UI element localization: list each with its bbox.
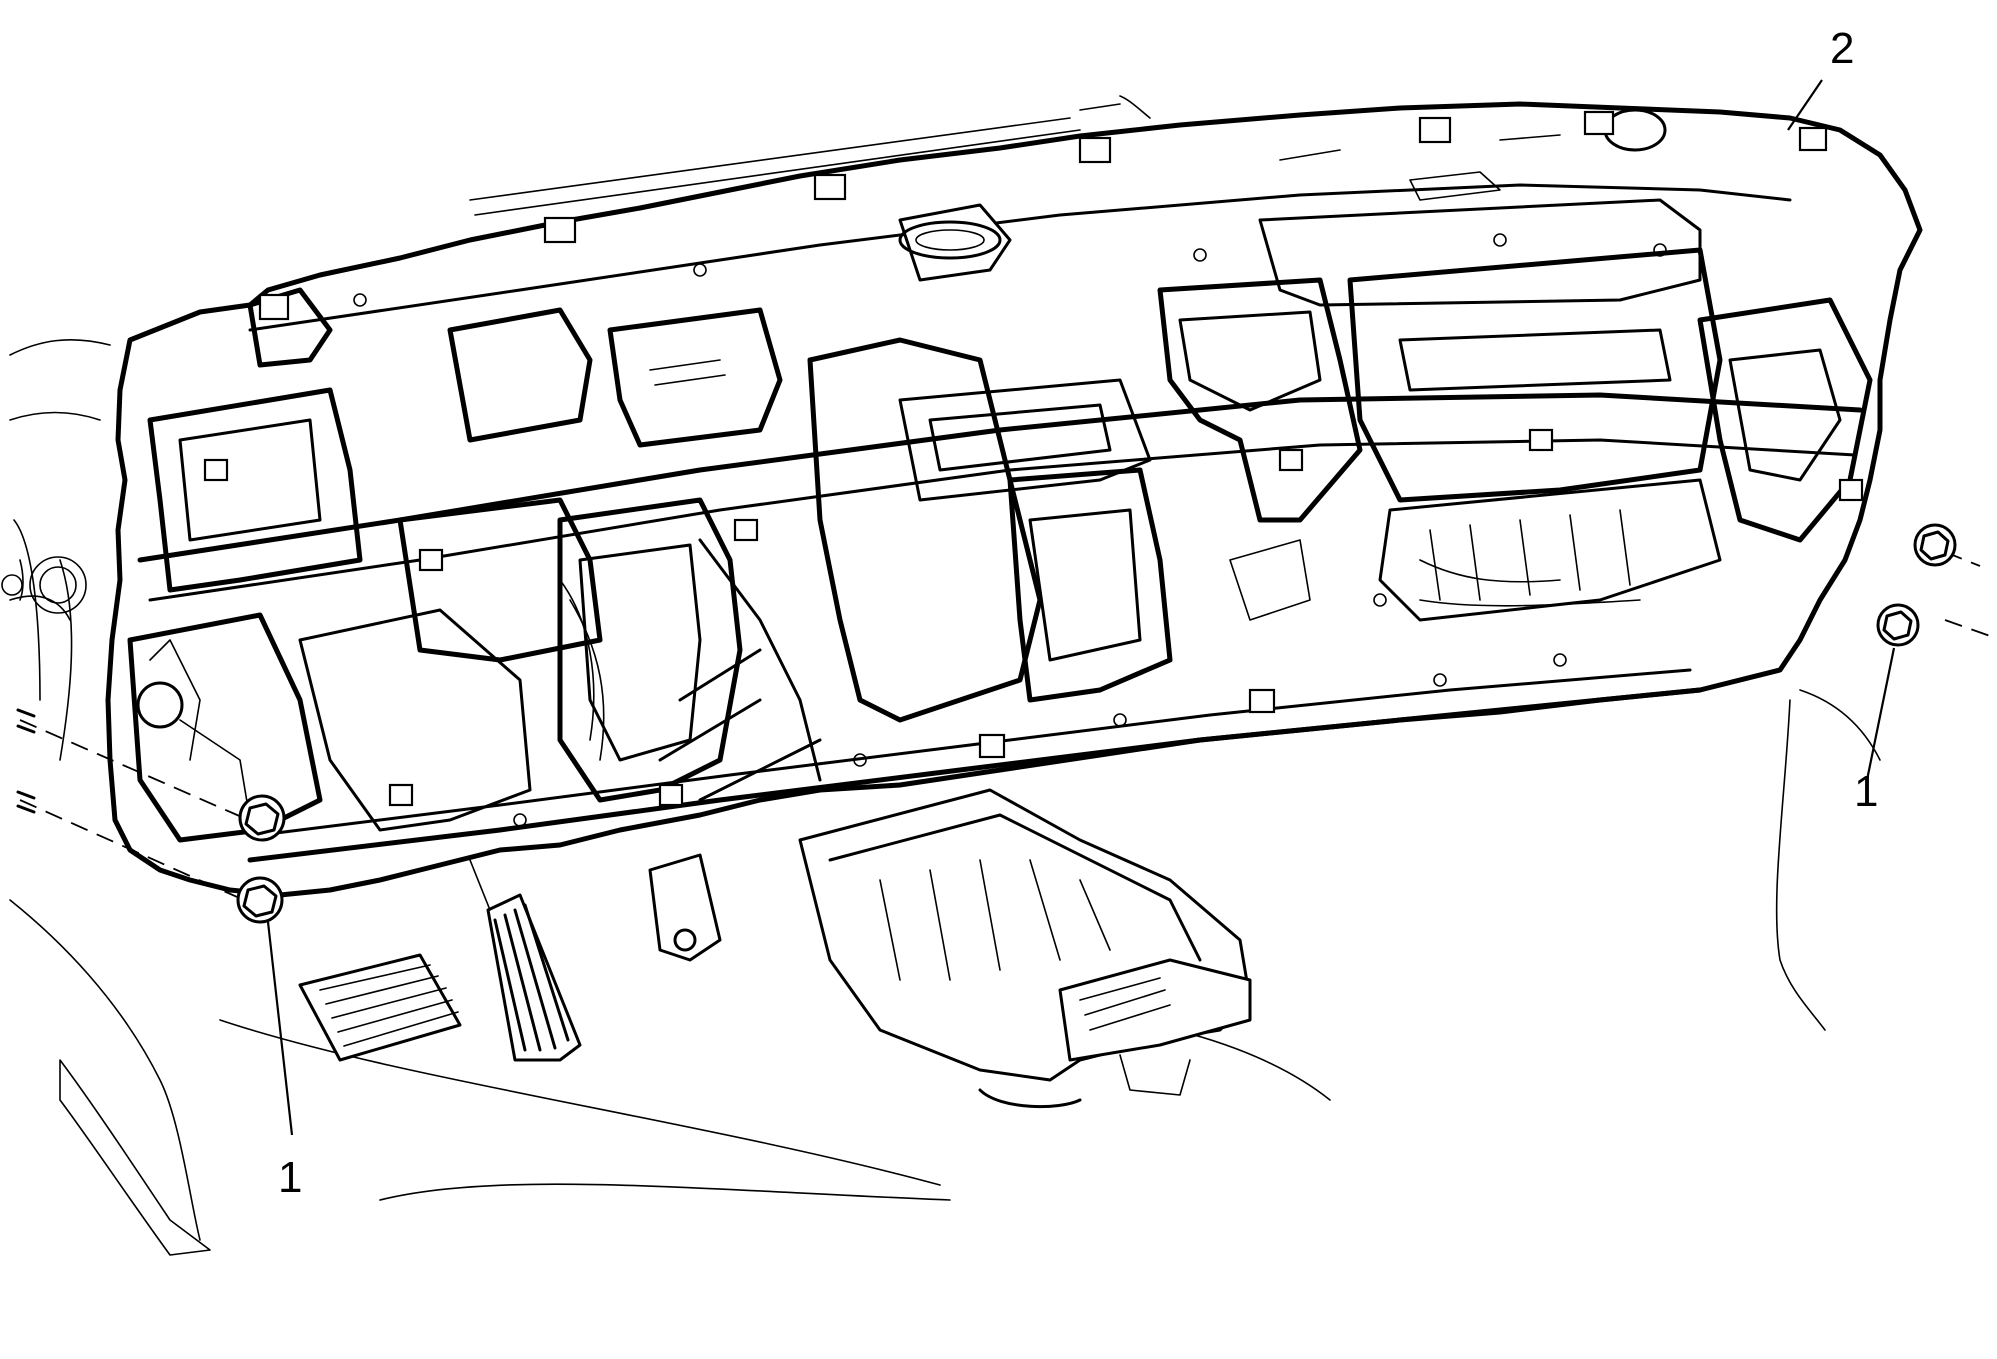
accelerator-pedal <box>469 859 582 1062</box>
hex-nut-with-washer-icon <box>236 523 1957 924</box>
center-console <box>648 788 1252 1108</box>
nut-left-lower <box>236 876 284 924</box>
mounting-tabs <box>203 110 1864 807</box>
stud-alignment-lines <box>16 551 1991 906</box>
brake-pedal <box>298 953 462 1062</box>
pedal-icon <box>298 859 582 1062</box>
callout-1-right-nut: 1 <box>1854 767 1878 816</box>
fastener-holes <box>353 233 1667 827</box>
instrument-panel-carrier <box>105 101 1923 898</box>
leader-lines <box>266 79 1896 1136</box>
nut-right-lower <box>1876 603 1920 647</box>
nut-left-upper <box>238 794 286 842</box>
nut-right-upper <box>1913 523 1957 567</box>
callout-1-left-nut: 1 <box>278 1153 302 1202</box>
vehicle-body-outline <box>1 95 1881 1256</box>
callout-2-carrier: 2 <box>1830 24 1854 73</box>
